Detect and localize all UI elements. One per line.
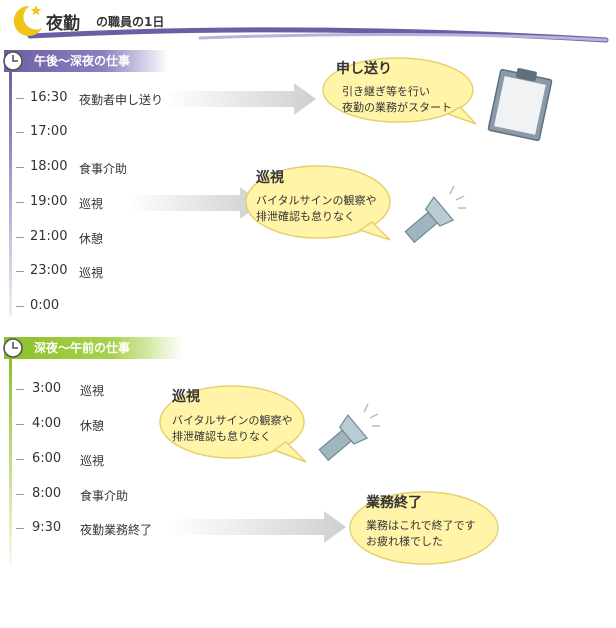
timeline-line-afternoon [9,72,12,317]
tick-mark [16,202,24,203]
moon-icon [13,5,42,36]
callout-line: お疲れ様でした [366,535,443,548]
callout-title: 申し送り [336,61,392,77]
clock-icon [3,51,23,71]
time-label: 23:00 [30,263,68,278]
tick-mark [16,528,24,529]
section-heading-morning: 深夜～午前の仕事 [4,337,184,359]
time-label: 3:00 [32,381,62,396]
callout-bubble [322,57,477,125]
time-label: 6:00 [32,451,62,466]
tick-mark [16,167,24,168]
tick-mark [16,237,24,238]
flashlight-icon [404,185,466,244]
callout-line: 排泄確認も怠りなく [256,210,355,223]
time-label: 0:00 [30,298,60,313]
callout-bubble [159,385,307,463]
time-label: 4:00 [32,416,62,431]
arrow-icon [166,83,316,115]
task-label: 巡視 [80,384,105,398]
tick-mark [16,98,24,99]
clock-icon [3,338,23,358]
task-label: 休憩 [80,419,105,433]
task-label: 夜勤者申し送り [79,93,164,107]
time-label: 18:00 [30,159,68,174]
callout-title: 業務終了 [366,495,422,511]
page-title: 夜勤 [46,14,80,34]
time-label: 17:00 [30,124,68,139]
tick-mark [16,424,24,425]
callout-bubble [349,491,499,565]
flashlight-icon [318,403,380,462]
time-label: 19:00 [30,194,68,209]
task-label: 食事介助 [79,162,128,176]
time-label: 16:30 [30,90,68,105]
tick-mark [16,271,24,272]
clipboard-icon [487,68,553,142]
time-label: 21:00 [30,229,68,244]
callout-line: 引き継ぎ等を行い [342,85,430,98]
section-heading-afternoon: 午後～深夜の仕事 [4,50,169,72]
tick-mark [16,306,24,307]
callout-line: 夜勤の業務がスタート [342,101,452,114]
callout-bubble [245,165,391,241]
task-label: 巡視 [80,454,105,468]
arrow-icon [128,187,262,219]
callout-title: 巡視 [256,170,284,186]
callout-line: バイタルサインの観察や [172,414,293,427]
page-subtitle: の職員の1日 [96,15,165,29]
page-header [0,0,616,44]
header-decoration [27,27,609,43]
callout-line: バイタルサインの観察や [256,194,377,207]
tick-mark [16,389,24,390]
task-label: 巡視 [79,197,104,211]
tick-mark [16,132,24,133]
callout-line: 業務はこれで終了です [366,519,476,532]
task-label: 食事介助 [80,489,129,503]
callout-title: 巡視 [172,389,200,405]
task-label: 夜勤業務終了 [80,523,153,537]
tick-mark [16,494,24,495]
time-label: 9:30 [32,520,62,535]
task-label: 休憩 [79,232,104,246]
timeline-line-morning [9,359,12,564]
time-label: 8:00 [32,486,62,501]
arrow-icon [170,511,346,543]
tick-mark [16,459,24,460]
callout-line: 排泄確認も怠りなく [172,430,271,443]
task-label: 巡視 [79,266,104,280]
